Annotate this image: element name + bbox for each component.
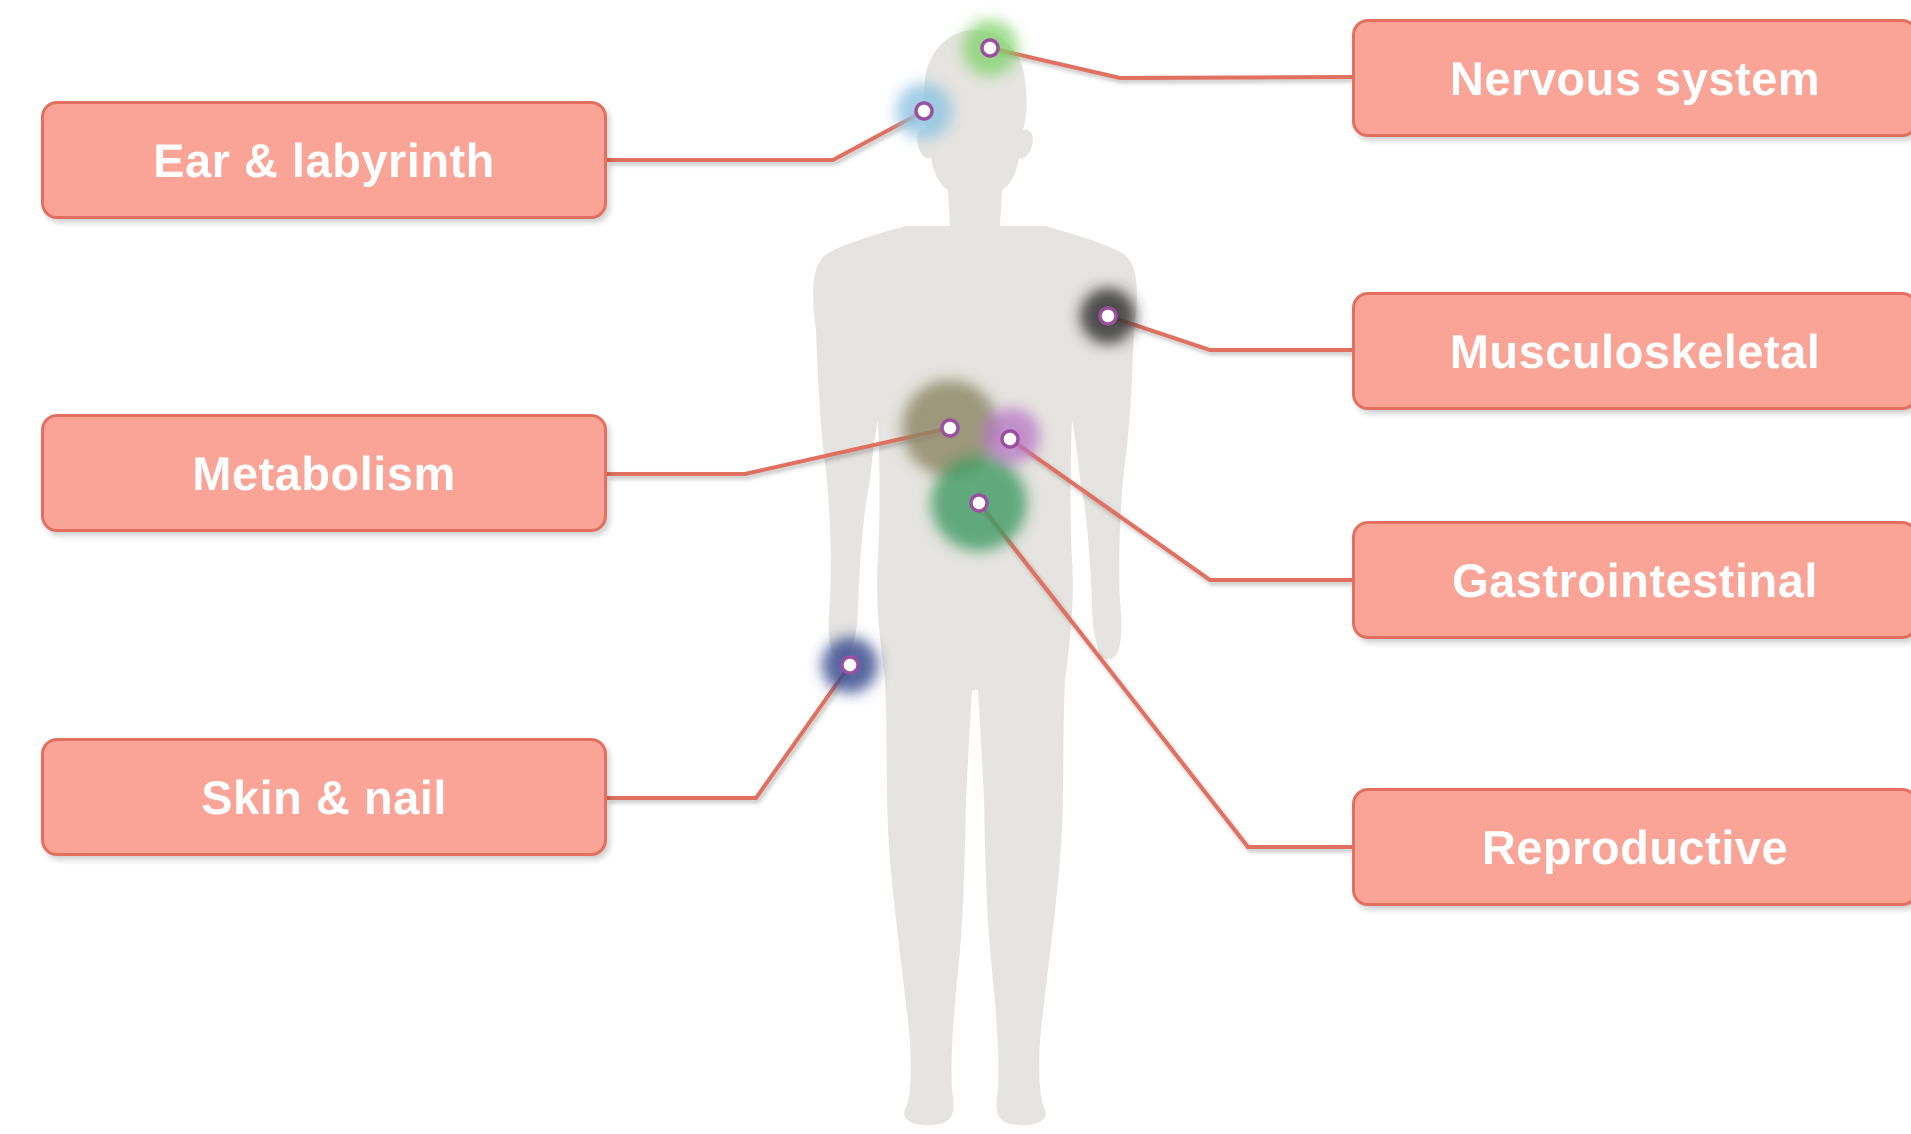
label-skin-nail-text: Skin & nail [201,770,447,825]
marker-gastrointestinal[interactable] [1002,431,1018,447]
body-silhouette [813,30,1137,1125]
connector-skin [607,665,850,798]
marker-metabolism[interactable] [942,420,958,436]
connector-nervous [990,48,1352,78]
label-gastrointestinal-text: Gastrointestinal [1452,553,1818,608]
marker-musculoskeletal[interactable] [1100,308,1116,324]
label-reproductive-text: Reproductive [1482,820,1788,875]
label-ear-labyrinth-text: Ear & labyrinth [153,133,495,188]
label-metabolism-text: Metabolism [192,446,456,501]
label-musculoskeletal-text: Musculoskeletal [1450,324,1821,379]
label-metabolism[interactable]: Metabolism [41,414,607,532]
label-ear-labyrinth[interactable]: Ear & labyrinth [41,101,607,219]
label-reproductive[interactable]: Reproductive [1352,788,1911,906]
label-musculoskeletal[interactable]: Musculoskeletal [1352,292,1911,410]
connector-ear [607,111,924,160]
label-skin-nail[interactable]: Skin & nail [41,738,607,856]
label-gastrointestinal[interactable]: Gastrointestinal [1352,521,1911,639]
label-nervous-system[interactable]: Nervous system [1352,19,1911,137]
label-nervous-system-text: Nervous system [1450,51,1820,106]
connector-musculoskeletal [1108,316,1352,350]
marker-skin[interactable] [842,657,858,673]
marker-ear[interactable] [916,103,932,119]
marker-reproductive[interactable] [971,495,987,511]
marker-nervous[interactable] [982,40,998,56]
